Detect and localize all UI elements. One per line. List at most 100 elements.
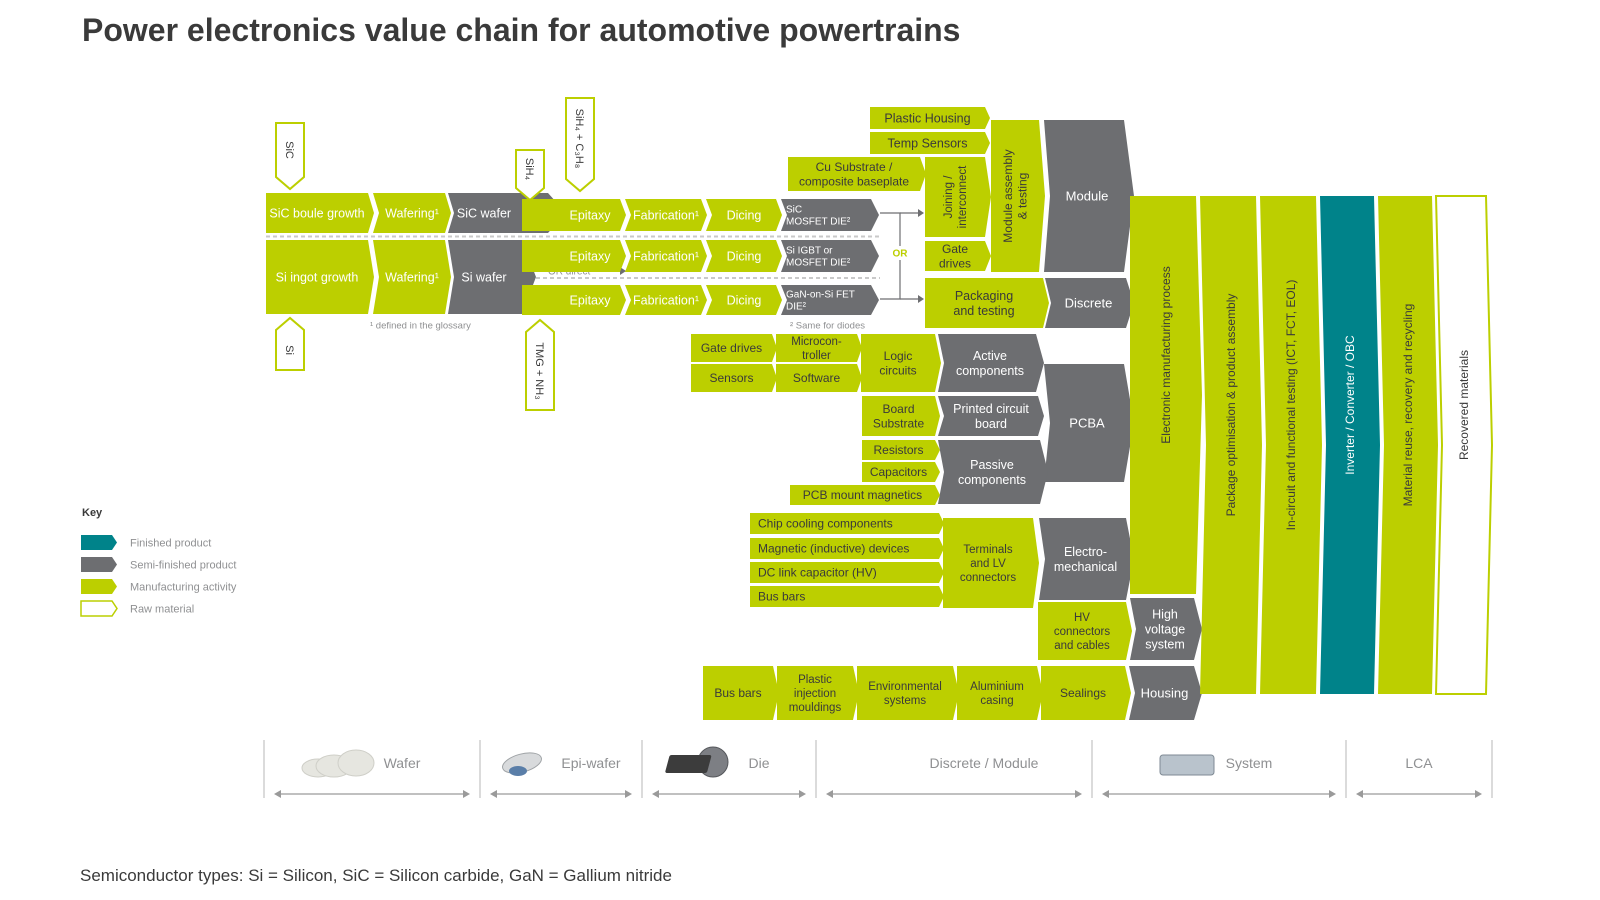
or-label: OR xyxy=(893,249,909,260)
wafering-step-sic xyxy=(373,193,451,233)
die-product xyxy=(781,285,879,315)
electromech-input-step-label: DC link capacitor (HV) xyxy=(758,566,877,580)
epitaxy-step-label: Epitaxy xyxy=(570,208,612,222)
plastic-housing-step-label: Plastic Housing xyxy=(884,111,970,125)
epitaxy-step xyxy=(522,199,626,231)
passive-components-product xyxy=(938,440,1048,504)
electromech-input-step-label: Magnetic (inductive) devices xyxy=(758,542,909,556)
sic-boule-growth-step xyxy=(266,193,374,233)
epitaxy-step xyxy=(522,240,626,272)
resistors-step-label: Resistors xyxy=(873,443,923,457)
electromech-input-step xyxy=(750,513,944,534)
raw-material-tmg-nh3-label: TMG + NH₃ xyxy=(533,342,545,399)
in-circuit-testing-column-label: In-circuit and functional testing (ICT, … xyxy=(1284,280,1298,531)
bus-bars-step xyxy=(703,666,779,720)
module-product-label: Module xyxy=(1066,189,1109,204)
epi-wafer-layer-icon xyxy=(509,766,527,776)
capacitors-step xyxy=(862,462,940,482)
semiconductor-types-footnote: Semiconductor types: Si = Silicon, SiC =… xyxy=(80,866,672,885)
microcontroller-step xyxy=(776,334,862,362)
resistors-step xyxy=(862,440,940,460)
wafering-step-sic-label: Wafering¹ xyxy=(385,206,439,220)
plastic-injection-mouldings-step xyxy=(777,666,859,720)
epitaxy-step-label: Epitaxy xyxy=(570,293,612,307)
dicing-step-label: Dicing xyxy=(727,293,762,307)
dicing-step xyxy=(706,240,782,272)
or-label-bg xyxy=(890,246,910,260)
joining-interconnect-step xyxy=(925,157,991,237)
key-raw-material-swatch xyxy=(80,600,118,617)
capacitors-step-label: Capacitors xyxy=(870,465,927,479)
stage-arrowhead-right xyxy=(625,790,632,798)
module-icon xyxy=(665,755,712,773)
dicing-step xyxy=(706,199,782,231)
discrete-product xyxy=(1045,278,1134,328)
cu-substrate-step xyxy=(788,157,926,191)
logic-circuits-step xyxy=(861,334,941,392)
software-step xyxy=(776,364,862,392)
material-reuse-column xyxy=(1378,196,1438,694)
stage-label: System xyxy=(1226,755,1273,771)
page-title: Power electronics value chain for automo… xyxy=(82,12,961,48)
software-step-label: Software xyxy=(793,371,841,385)
fabrication-step-label: Fabrication¹ xyxy=(633,249,699,263)
packaging-testing-step xyxy=(925,278,1049,328)
key-item-label: Finished product xyxy=(130,537,211,549)
dicing-step-label: Dicing xyxy=(727,249,762,263)
pcb-mount-magnetics-step-label: PCB mount magnetics xyxy=(803,488,922,502)
pcba-product xyxy=(1044,364,1134,482)
high-voltage-system-product xyxy=(1130,598,1202,660)
key-manufacturing-swatch xyxy=(81,579,117,594)
gate-drives-module-step xyxy=(925,241,991,271)
si-wafer-product-label: Si wafer xyxy=(461,270,506,284)
wafer-stack-icon xyxy=(301,749,375,778)
dicing-step xyxy=(706,285,782,315)
package-optimisation-column-label: Package optimisation & product assembly xyxy=(1224,294,1238,517)
or-direct-arrowhead xyxy=(620,267,626,275)
housing-product-label: Housing xyxy=(1141,686,1189,701)
stage-arrowhead-left xyxy=(826,790,833,798)
electromech-input-step-label: Bus bars xyxy=(758,590,805,604)
fabrication-step-label: Fabrication¹ xyxy=(633,293,699,307)
stage-label: LCA xyxy=(1405,755,1433,771)
environmental-systems-step xyxy=(857,666,959,720)
sensors-step-label: Sensors xyxy=(709,371,753,385)
or-arrowhead xyxy=(918,209,924,217)
electromechanical-product-label: Electro-mechanical xyxy=(1054,545,1117,574)
sealings-step-label: Sealings xyxy=(1060,686,1106,700)
stage-arrowhead-right xyxy=(1475,790,1482,798)
in-circuit-testing-column xyxy=(1260,196,1322,694)
si-wafer-product xyxy=(448,240,536,314)
electromech-input-step-label: Chip cooling components xyxy=(758,517,893,531)
electromech-input-step xyxy=(750,562,944,583)
si-ingot-growth-step-label: Si ingot growth xyxy=(276,270,359,284)
discrete-product-label: Discrete xyxy=(1065,296,1113,311)
sealings-step xyxy=(1041,666,1131,720)
raw-material-sih4-label: SiH₄ xyxy=(523,158,535,181)
housing-product xyxy=(1129,666,1202,720)
epitaxy-step xyxy=(522,285,626,315)
gate-drives-step-label: Gate drives xyxy=(701,341,762,355)
electromech-input-step xyxy=(750,586,944,607)
raw-material-sic xyxy=(275,122,305,191)
sic-boule-growth-step-label: SiC boule growth xyxy=(269,206,364,220)
module-assembly-step-label: Module assembly& testing xyxy=(1001,149,1029,242)
stage-arrowhead-left xyxy=(274,790,281,798)
wafering-step-si-label: Wafering¹ xyxy=(385,270,439,284)
stage-arrowhead-left xyxy=(1102,790,1109,798)
stage-arrowhead-right xyxy=(1329,790,1336,798)
microcontroller-step-label: Microcon-troller xyxy=(791,336,842,362)
raw-material-sih4-c3h8-label: SiH₄ + C₃H₈ xyxy=(573,109,585,169)
board-substrate-step xyxy=(862,396,940,436)
raw-material-si xyxy=(275,316,305,371)
